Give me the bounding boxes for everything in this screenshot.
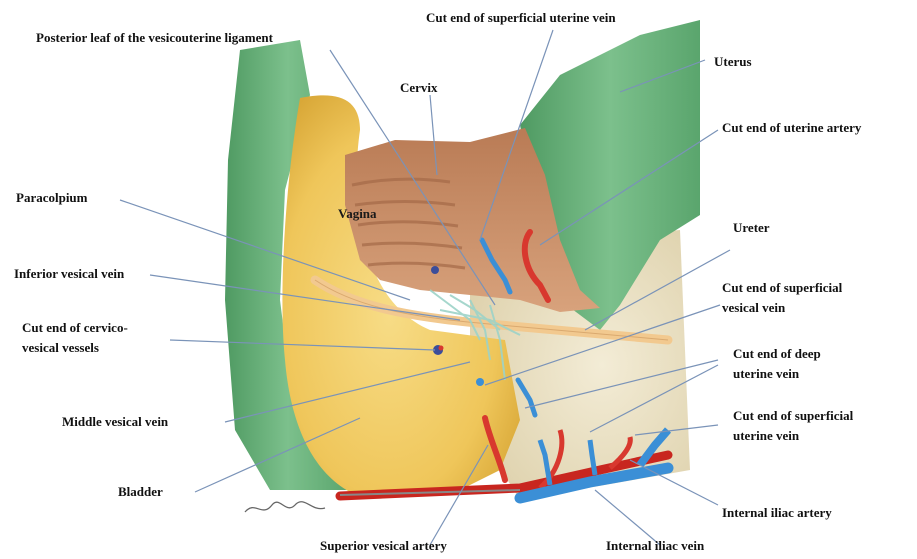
label-internal-iliac-artery: Internal iliac artery [722, 505, 832, 521]
label-middle-vesical-vein: Middle vesical vein [62, 414, 168, 430]
label-posterior-leaf: Posterior leaf of the vesicouterine liga… [36, 30, 273, 46]
label-cut-end-superficial-vesical-vein-2: vesical vein [722, 300, 785, 316]
label-cut-end-deep-uterine-vein-2: uterine vein [733, 366, 799, 382]
label-paracolpium: Paracolpium [16, 190, 88, 206]
label-internal-iliac-vein: Internal iliac vein [606, 538, 704, 554]
label-cut-end-superficial-uterine-vein-top: Cut end of superficial uterine vein [426, 10, 616, 26]
label-ureter: Ureter [733, 220, 770, 236]
label-cut-end-cervico-vesical: Cut end of cervico- [22, 320, 128, 336]
label-cut-end-superficial-vesical-vein: Cut end of superficial [722, 280, 842, 296]
label-cut-end-superficial-uterine-vein-bottom-2: uterine vein [733, 428, 799, 444]
label-uterus: Uterus [714, 54, 752, 70]
signature-icon [238, 494, 334, 522]
label-bladder: Bladder [118, 484, 163, 500]
label-cut-end-deep-uterine-vein: Cut end of deep [733, 346, 821, 362]
label-cut-end-uterine-artery: Cut end of uterine artery [722, 120, 861, 136]
label-inferior-vesical-vein: Inferior vesical vein [14, 266, 124, 282]
label-superior-vesical-artery: Superior vesical artery [320, 538, 447, 554]
label-cervix: Cervix [400, 80, 438, 96]
label-cut-end-cervico-vesical-2: vesical vessels [22, 340, 99, 356]
label-cut-end-superficial-uterine-vein-bottom: Cut end of superficial [733, 408, 853, 424]
label-vagina: Vagina [338, 206, 377, 222]
